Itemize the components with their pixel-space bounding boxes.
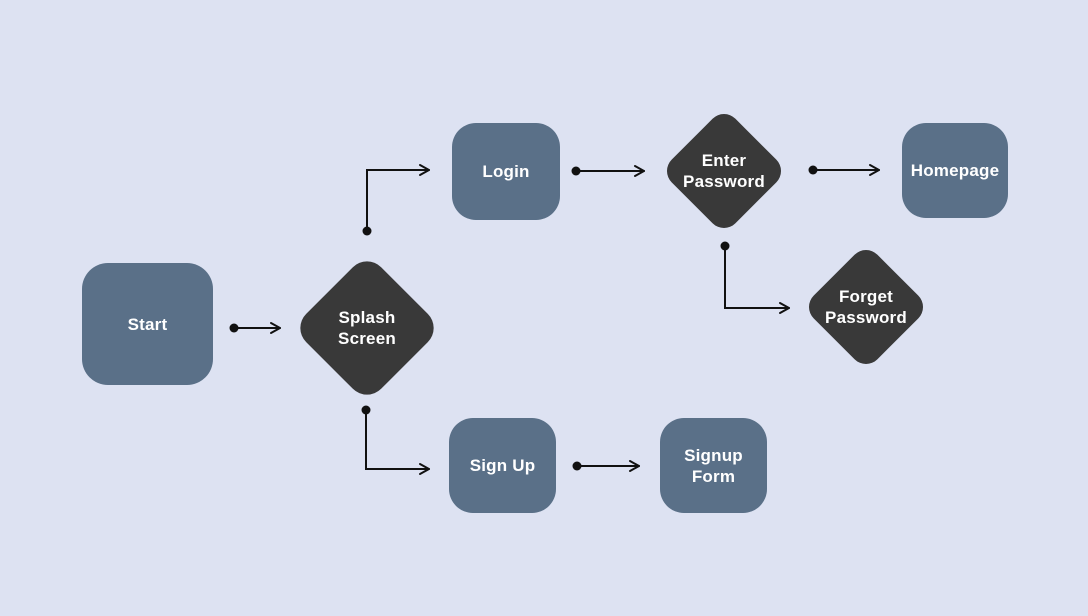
node-homepage: Homepage [902, 123, 1008, 218]
edge-origin-dot [720, 241, 730, 251]
node-signup-form: Signup Form [660, 418, 767, 513]
node-sign-up: Sign Up [449, 418, 556, 513]
node-start-label: Start [127, 314, 168, 334]
edge-origin-dot [571, 166, 581, 176]
edge-origin-dot [808, 165, 818, 175]
node-signup-form-label: Signup Form [684, 445, 743, 486]
node-homepage-label: Homepage [910, 161, 1000, 180]
edge-enter-password-to-forget-password [720, 241, 790, 314]
node-start: Start [82, 263, 213, 385]
edge-splash-screen-to-login [362, 164, 430, 236]
edge-sign-up-to-signup-form [572, 460, 640, 472]
edge-start-to-splash-screen [229, 322, 281, 334]
node-login: Login [452, 123, 560, 220]
node-login-label: Login [482, 162, 530, 181]
node-enter-password-label: Enter Password [683, 151, 765, 191]
node-splash-screen-label: Splash Screen [338, 308, 396, 348]
edge-origin-dot [572, 461, 582, 471]
edge-origin-dot [229, 323, 239, 333]
edge-splash-screen-to-sign-up [361, 405, 430, 475]
edge-enter-password-to-homepage [808, 164, 880, 176]
edge-login-to-enter-password [571, 165, 645, 177]
edge-origin-dot [361, 405, 371, 415]
edge-origin-dot [362, 226, 372, 236]
node-forget-password-label: Forget Password [825, 287, 907, 327]
node-sign-up-label: Sign Up [469, 456, 536, 475]
